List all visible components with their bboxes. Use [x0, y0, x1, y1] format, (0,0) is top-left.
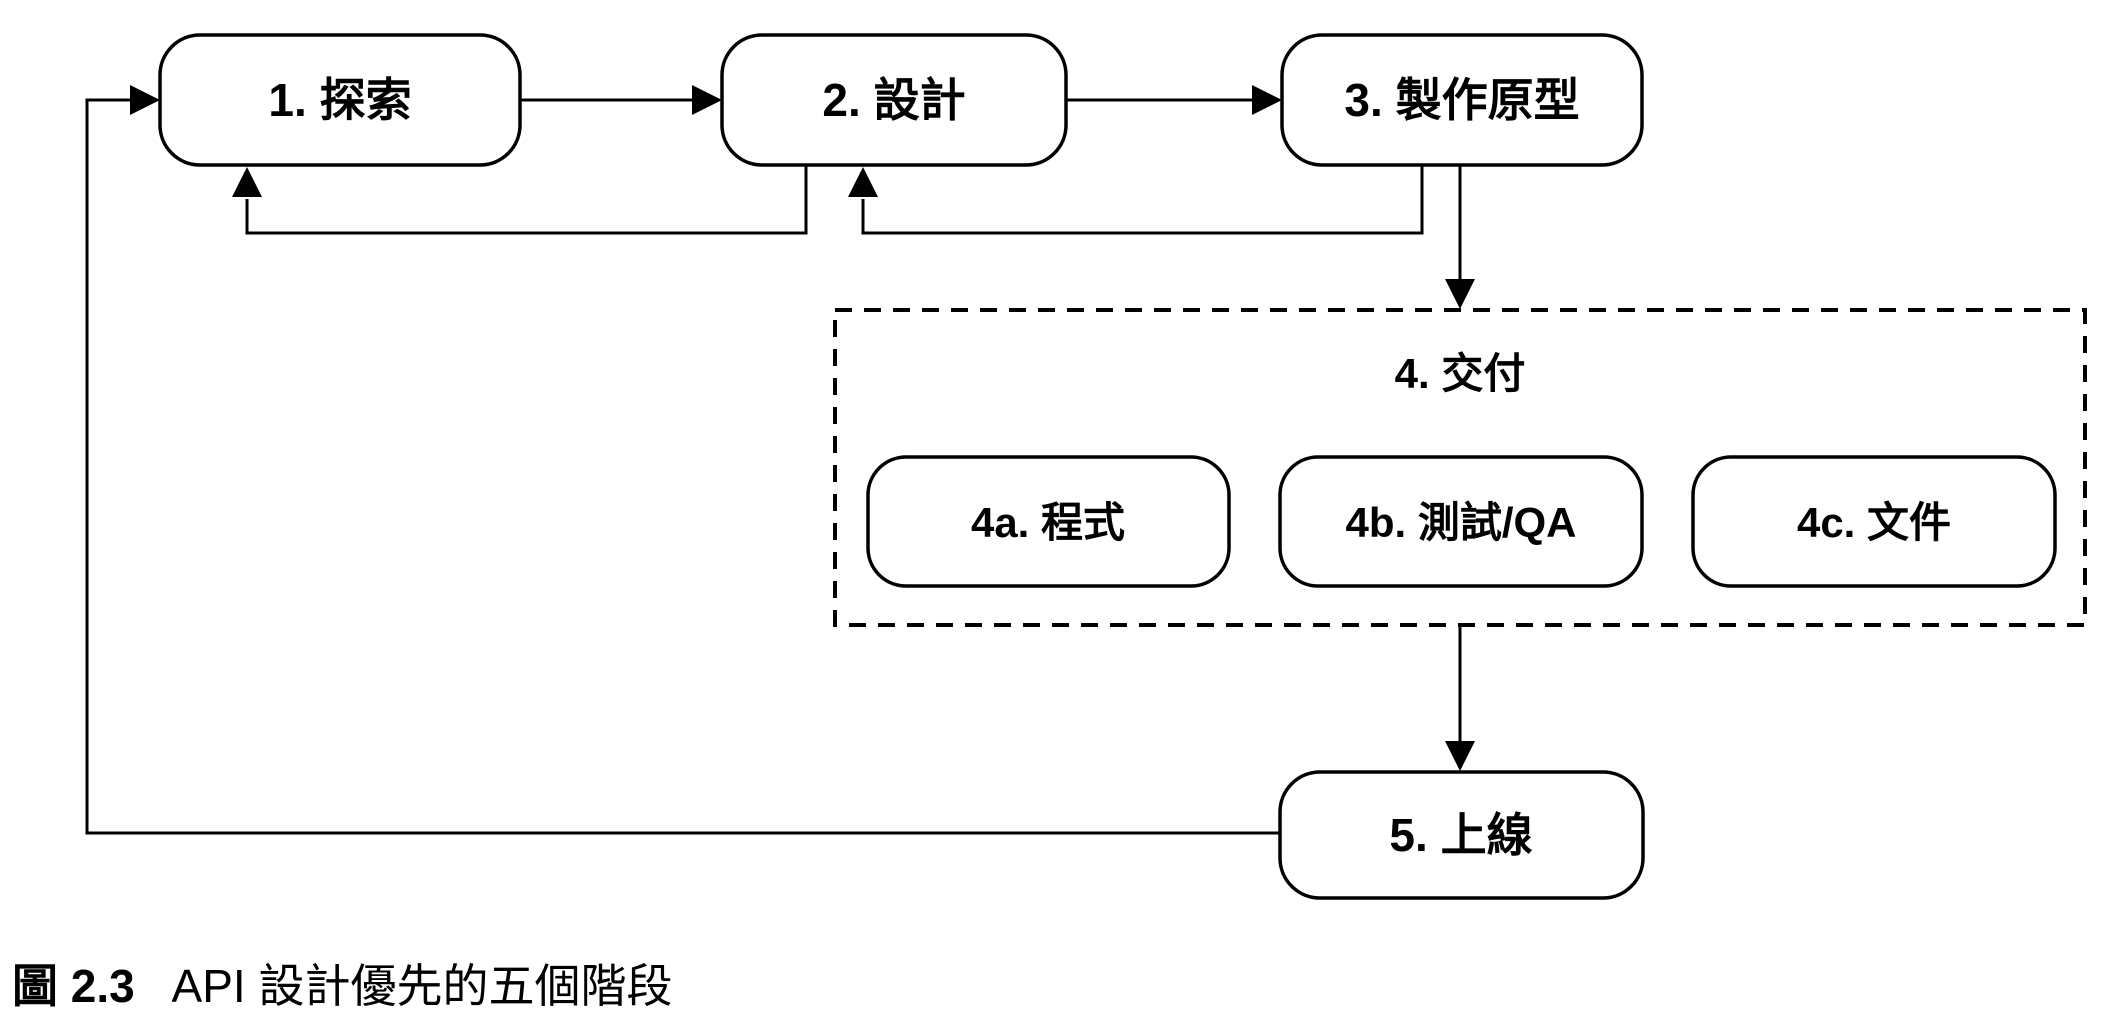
phase-4-group: 4. 交付 4a. 程式 4b. 測試/QA 4c. 文件 [833, 308, 2087, 627]
phase-4b-label: 4b. 測試/QA [1345, 499, 1576, 546]
phase-4a-box [866, 455, 1231, 588]
phase-2-label: 2. 設計 [822, 74, 965, 126]
phase-1-node: 1. 探索 [158, 33, 522, 167]
phase-5-node: 5. 上線 [1278, 770, 1645, 900]
phase-4c-node: 4c. 文件 [1691, 455, 2057, 588]
phase-4-label: 4. 交付 [1395, 350, 1526, 397]
figure-caption: 圖 2.3 API 設計優先的五個階段 [12, 960, 672, 1012]
phase-2-box [720, 33, 1068, 167]
arrowhead-into-phase2 [692, 85, 722, 115]
phase-4a-node: 4a. 程式 [866, 455, 1231, 588]
phase-3-box [1280, 33, 1644, 167]
figure-caption-title: API 設計優先的五個階段 [172, 960, 673, 1012]
phase-4b-box [1278, 455, 1644, 588]
phase-4a-label: 4a. 程式 [971, 499, 1125, 546]
arrowhead-into-phase1-left [130, 85, 160, 115]
arrowhead-into-phase5 [1445, 741, 1475, 771]
phase-1-box [158, 33, 522, 167]
phase-5-box [1278, 770, 1645, 900]
phase-4c-label: 4c. 文件 [1797, 499, 1951, 546]
figure-caption-number: 圖 2.3 [12, 960, 135, 1012]
arrowhead-feedback-into-phase2 [848, 167, 878, 197]
arrowhead-into-phase4 [1445, 279, 1475, 309]
phase-3-label: 3. 製作原型 [1344, 74, 1579, 126]
phase-4b-node: 4b. 測試/QA [1278, 455, 1644, 588]
arrowhead-into-phase3 [1252, 85, 1282, 115]
edge-phase3-feedback-to-phase2 [861, 166, 1424, 235]
edge-phase5-to-phase1 [85, 98, 1280, 835]
phase-2-node: 2. 設計 [720, 33, 1068, 167]
phase-1-label: 1. 探索 [268, 74, 411, 126]
edge-phase2-feedback-to-phase1 [245, 166, 808, 235]
phase-3-node: 3. 製作原型 [1280, 33, 1644, 167]
phase-5-label: 5. 上線 [1389, 809, 1532, 861]
phase-4c-box [1691, 455, 2057, 588]
arrowhead-feedback-into-phase1 [232, 167, 262, 197]
phase-4-dashed-border [833, 308, 2087, 627]
